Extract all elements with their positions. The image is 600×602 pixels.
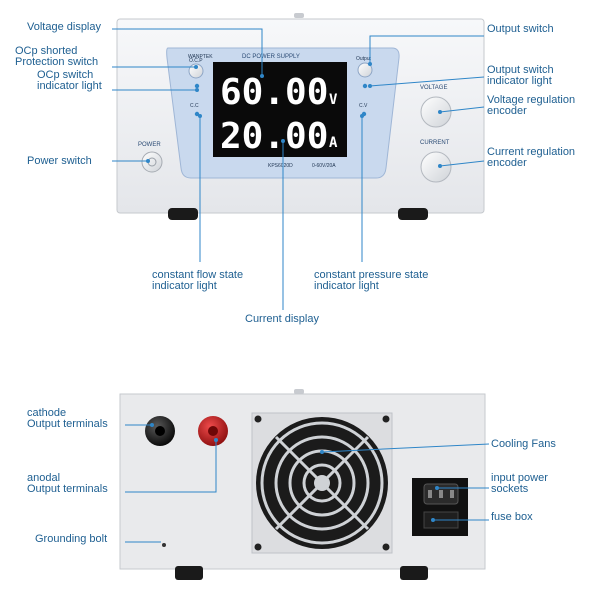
ocp-label: O.C.P — [189, 58, 203, 64]
socket-pin — [428, 490, 432, 498]
output-switch-button[interactable] — [357, 62, 373, 78]
callout-ocp-light-1: OCp switch — [37, 69, 93, 81]
current-knob-label: CURRENT — [420, 140, 450, 146]
fan-screw — [382, 415, 390, 423]
grounding-bolt — [162, 543, 166, 547]
line-voltage-display — [112, 28, 263, 76]
callout-input-socket-1: input power — [491, 472, 548, 484]
callout-output-light-1: Output switch — [487, 64, 554, 76]
callout-cathode-2: Output terminals — [27, 418, 108, 430]
callout-cc-light-2: indicator light — [152, 280, 217, 292]
back-unit — [119, 389, 486, 580]
voltage-knob-label: VOLTAGE — [420, 85, 447, 91]
fan-screw — [254, 415, 262, 423]
cc-label: C.C — [190, 103, 199, 109]
back-callout-lines — [125, 423, 490, 543]
callout-power-switch: Power switch — [27, 155, 92, 167]
voltage-unit: V — [329, 92, 338, 108]
callout-fuse-box: fuse box — [491, 511, 533, 523]
voltage-encoder-knob[interactable] — [420, 96, 452, 128]
socket-pin — [450, 490, 454, 498]
cathode-terminal-hole — [155, 426, 165, 436]
front-foot-right — [398, 208, 428, 220]
fan-screw — [382, 543, 390, 551]
callout-grounding-bolt: Grounding bolt — [35, 533, 107, 545]
back-foot-left — [175, 566, 203, 580]
model-range: 0-60V/20A — [312, 163, 336, 169]
line-current-encoder — [439, 160, 485, 167]
callout-output-switch: Output switch — [487, 23, 554, 35]
callout-cv-light-1: constant pressure state — [314, 269, 428, 281]
cv-label: C.V — [359, 103, 368, 109]
callout-output-light-2: indicator light — [487, 75, 552, 87]
callout-ocp-switch-1: OCp shorted — [15, 45, 77, 57]
fan-hub — [314, 475, 330, 491]
panel-title: DC POWER SUPPLY — [242, 54, 300, 60]
current-unit: A — [329, 135, 338, 151]
lcd-screen — [213, 62, 347, 157]
line-output-switch — [369, 35, 484, 64]
top-handle — [294, 13, 304, 18]
socket-pin — [439, 490, 443, 498]
front-foot-left — [168, 208, 198, 220]
line-voltage-encoder — [439, 106, 485, 113]
line-output-light — [369, 76, 485, 87]
power-switch-button[interactable] — [141, 151, 163, 173]
back-foot-right — [400, 566, 428, 580]
back-callouts: cathode Output terminals anodal Output t… — [27, 407, 556, 545]
callout-cv-light-2: indicator light — [314, 280, 379, 292]
callout-anode-1: anodal — [27, 472, 60, 484]
front-callouts: Voltage display OCp shorted Protection s… — [15, 21, 575, 325]
callout-anode-2: Output terminals — [27, 483, 108, 495]
callout-voltage-encoder-2: encoder — [487, 105, 527, 117]
power-label: POWER — [138, 142, 161, 148]
output-indicator-light — [362, 83, 368, 89]
callout-current-encoder-1: Current regulation — [487, 146, 575, 158]
callout-ocp-switch-2: Protection switch — [15, 56, 98, 68]
callout-cooling-fans: Cooling Fans — [491, 438, 556, 450]
back-top-handle — [294, 389, 304, 394]
callout-cc-light-1: constant flow state — [152, 269, 243, 281]
output-label: Output — [356, 56, 372, 62]
fan-screw — [254, 543, 262, 551]
front-callout-lines — [112, 28, 485, 310]
callout-current-encoder-2: encoder — [487, 157, 527, 169]
current-encoder-knob[interactable] — [420, 151, 452, 183]
callout-voltage-display: Voltage display — [27, 21, 101, 33]
front-unit: WANPTEK DC POWER SUPPLY 60.00 V 20.00 A … — [116, 13, 485, 220]
voltage-reading: 60.00 — [220, 72, 328, 113]
callout-current-display: Current display — [245, 313, 319, 325]
line-anode — [125, 440, 217, 493]
cc-indicator-light — [194, 111, 200, 117]
current-reading: 20.00 — [220, 116, 328, 157]
callout-ocp-light-2: indicator light — [37, 80, 102, 92]
callout-input-socket-2: sockets — [491, 483, 529, 495]
callout-cathode-1: cathode — [27, 407, 66, 419]
model-number: KPS6020D — [268, 163, 293, 169]
brand-logo: WANPTEK — [188, 54, 213, 60]
line-cooling-fans — [321, 443, 490, 453]
callout-voltage-encoder-1: Voltage regulation — [487, 94, 575, 106]
anode-terminal-hole — [208, 426, 218, 436]
ocp-indicator-light — [194, 83, 200, 89]
